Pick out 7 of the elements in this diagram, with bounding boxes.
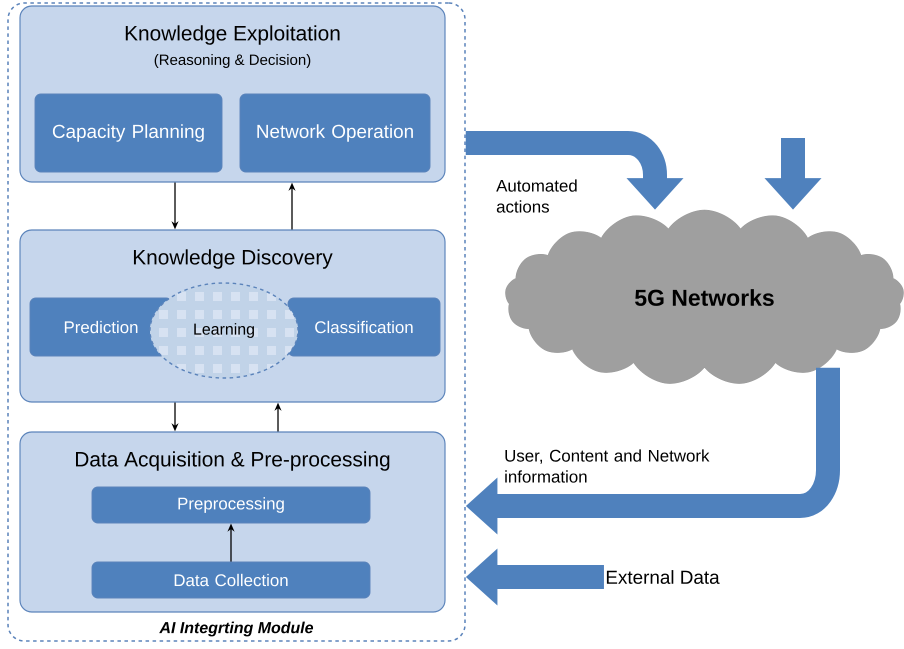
function-box: Network Operation <box>240 94 430 172</box>
edge-label: User, Content and Network information <box>505 449 710 483</box>
input-label: External Data <box>606 570 720 584</box>
function-box: Preprocessing <box>92 486 370 524</box>
function-box: Capacity Planning <box>34 94 222 172</box>
function-box: Classification <box>288 298 440 356</box>
function-box: Data Collection <box>92 562 370 598</box>
